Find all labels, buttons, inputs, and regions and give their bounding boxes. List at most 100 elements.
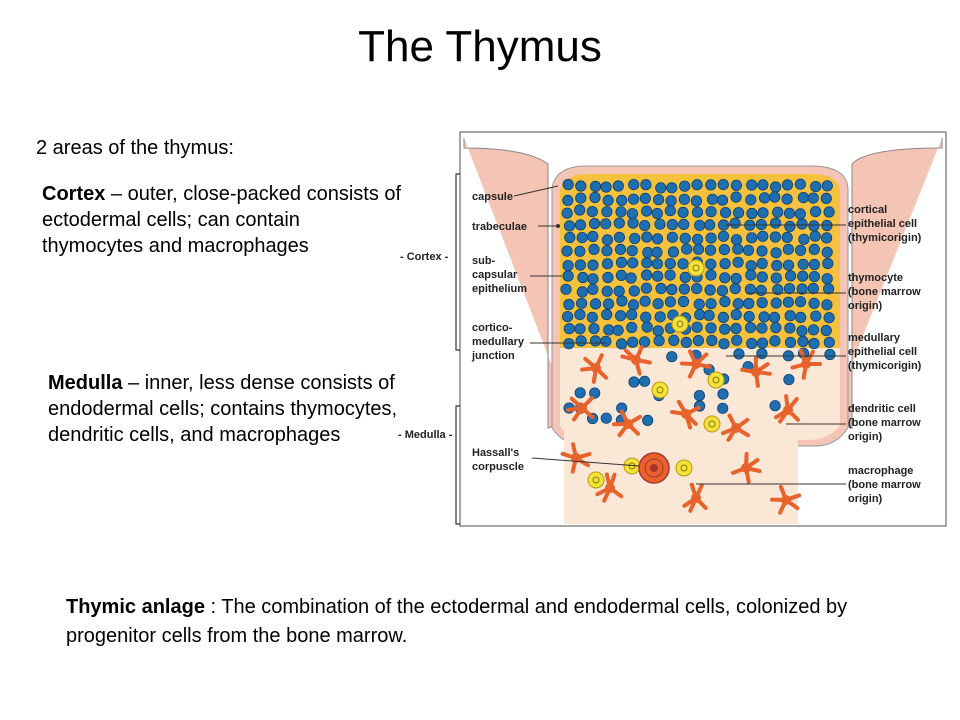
thymocyte (629, 232, 641, 245)
thymocyte (719, 207, 732, 219)
label-macrophage-1: macrophage (848, 465, 913, 477)
thymocyte (784, 220, 796, 233)
thymocyte (641, 269, 653, 281)
cortex-paragraph: Cortex – outer, close-packed consists of… (42, 181, 402, 259)
medulla-term: Medulla (48, 372, 123, 394)
thymocyte (666, 182, 678, 194)
thymocyte (784, 270, 797, 282)
thymocyte (641, 257, 653, 269)
thymocyte (560, 283, 572, 295)
thymocyte (577, 271, 589, 284)
thymocyte (771, 259, 783, 272)
thymocyte (732, 207, 745, 219)
anlage-description: : The combination of the ectodermal and … (66, 596, 848, 647)
thymocyte (718, 244, 730, 256)
thymocyte (601, 245, 613, 257)
thymocyte (730, 191, 742, 203)
macrophage-cell (707, 371, 725, 389)
thymocyte (808, 243, 820, 256)
thymocyte (574, 309, 586, 321)
thymocyte (820, 232, 833, 244)
thymocyte (782, 243, 794, 255)
thymocyte (677, 295, 690, 308)
thymocyte (601, 206, 613, 218)
thymocyte (641, 321, 653, 333)
label-thymocyte-2: (bone marrow (848, 286, 921, 298)
dendritic-cell (721, 413, 750, 442)
thymocyte (563, 220, 576, 232)
thymocyte (640, 282, 652, 294)
dendritic-cell (740, 356, 772, 388)
thymocyte (576, 286, 588, 298)
thymocyte (808, 337, 820, 350)
thymocyte (677, 206, 689, 219)
thymocyte (809, 206, 822, 218)
thymocyte (640, 179, 652, 191)
thymocyte (798, 233, 810, 245)
label-medullary-1: medullary (848, 332, 901, 344)
thymocyte (704, 244, 717, 256)
thymocyte (562, 260, 574, 272)
thymocyte (768, 311, 781, 323)
thymocyte (823, 206, 835, 218)
thymocyte (589, 218, 601, 230)
thymocyte (781, 179, 794, 191)
medulla-description: – inner, less dense consists of endoderm… (48, 372, 398, 446)
thymocyte (640, 311, 652, 323)
dendritic-cell (730, 452, 762, 484)
thymocyte (588, 243, 600, 256)
thymocyte (639, 192, 651, 205)
label-junction-2: medullary (472, 336, 525, 348)
label-macrophage-3: origin) (848, 493, 883, 505)
cortex-bracket (455, 173, 460, 351)
thymocyte (794, 178, 806, 190)
thymocyte (730, 309, 742, 321)
thymocyte (574, 259, 586, 271)
thymocyte (756, 271, 768, 283)
thymocyte (732, 243, 744, 255)
thymocyte (781, 193, 793, 205)
thymocyte (797, 335, 809, 347)
thymocyte (627, 257, 639, 269)
thymocyte (756, 348, 768, 360)
dendritic-cell (770, 484, 802, 515)
label-hassall-2: corpuscle (472, 461, 524, 473)
thymocyte (745, 194, 757, 206)
thymocyte (678, 193, 690, 205)
thymocyte (784, 336, 797, 348)
thymocyte (807, 282, 819, 295)
thymocyte (679, 271, 691, 283)
thymocyte (628, 285, 640, 297)
thymocyte (615, 310, 627, 322)
dendritic-cell (682, 482, 708, 513)
thymocyte (666, 219, 678, 231)
thymocyte (612, 180, 624, 192)
thymocyte (587, 283, 599, 295)
label-thymocyte-3: origin) (848, 300, 883, 312)
label-medullary-2: epithelial cell (848, 346, 917, 358)
thymocyte (654, 218, 666, 230)
thymocyte (628, 178, 640, 191)
thymocyte (614, 243, 627, 256)
thymocyte (563, 338, 575, 350)
thymocyte (732, 298, 744, 310)
thymocyte (616, 194, 628, 207)
thymocyte (731, 334, 743, 346)
thymocyte (678, 218, 690, 231)
thymocyte (705, 258, 717, 270)
thymocyte (562, 270, 574, 282)
thymocyte (746, 337, 758, 350)
label-subcapsular-2: capsular (472, 269, 518, 281)
label-macrophage-2: (bone marrow (848, 479, 921, 491)
macrophage-cells (587, 259, 725, 489)
thymocyte (772, 206, 784, 218)
thymocyte (755, 284, 767, 296)
thymocyte (730, 234, 743, 246)
thymocyte (641, 231, 653, 243)
thymocyte (600, 335, 612, 347)
thymocyte (562, 311, 574, 323)
thymocyte (600, 412, 612, 424)
thymocyte (587, 259, 599, 271)
thymus-diagram-svg: - Cortex - - Medulla - capsule trabecula… (398, 131, 947, 527)
thymocyte (782, 259, 795, 271)
